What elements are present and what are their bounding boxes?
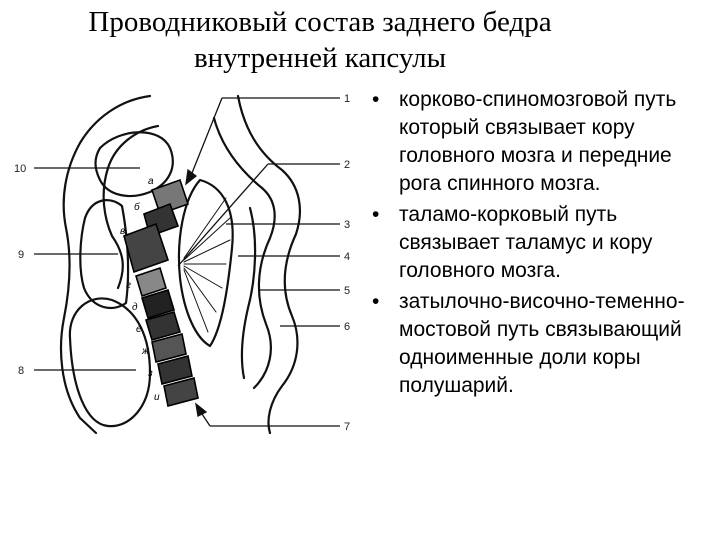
segment-d: [141, 288, 175, 320]
label-3: 3: [344, 219, 350, 231]
title-line-2: внутренней капсулы: [193, 42, 447, 74]
bullet-list: корково-спиномозговой путь который связы…: [372, 86, 712, 403]
label-8: 8: [18, 365, 24, 377]
caudate-outline: [59, 94, 152, 435]
segment-z: [157, 355, 193, 385]
label-6: 6: [344, 321, 350, 333]
slide-title: Проводниковый состав заднего бедра внутр…: [20, 4, 620, 76]
letter-a: а: [148, 176, 154, 187]
letter-b: б: [134, 201, 140, 213]
thalamus-fibers: [183, 197, 231, 333]
lower-oval-structure: [68, 297, 152, 428]
label-4: 4: [344, 251, 350, 263]
segment-v: [123, 222, 170, 274]
label-10: 10: [14, 163, 26, 175]
segment-e: [145, 311, 181, 341]
segment-a: [150, 178, 190, 216]
letter-zh: ж: [141, 346, 150, 357]
right-cortex-inner: [212, 116, 276, 390]
insula-line: [240, 206, 257, 380]
thalamus: [177, 178, 234, 348]
label-1: 1: [344, 93, 350, 105]
segment-zh: [151, 333, 187, 363]
right-cortex-outer: [236, 94, 302, 435]
head-caudate: [94, 131, 174, 198]
letter-z: з: [147, 368, 153, 379]
bullet-item: таламо-корковый путь связывает таламус и…: [372, 201, 712, 285]
bullet-item: затылочно-височно-теменно-мостовой путь …: [372, 288, 712, 400]
internal-capsule-diagram: 1 2 3 4 5 6 7 8 9 10 а б в г д е ж з и: [14, 93, 350, 435]
letter-e: е: [136, 324, 142, 335]
letter-g: г: [126, 280, 131, 291]
lentiform-nucleus: [79, 199, 130, 310]
letter-d: д: [132, 302, 138, 313]
bullet-item: корково-спиномозговой путь который связы…: [372, 86, 712, 198]
label-7: 7: [344, 421, 350, 433]
letter-i: и: [154, 392, 160, 403]
label-2: 2: [344, 159, 350, 171]
segment-i: [163, 377, 199, 407]
title-line-1: Проводниковый состав заднего бедра: [88, 6, 552, 38]
segment-g: [135, 266, 167, 298]
label-5: 5: [344, 285, 350, 297]
letter-v: в: [120, 226, 125, 237]
label-9: 9: [18, 249, 24, 261]
